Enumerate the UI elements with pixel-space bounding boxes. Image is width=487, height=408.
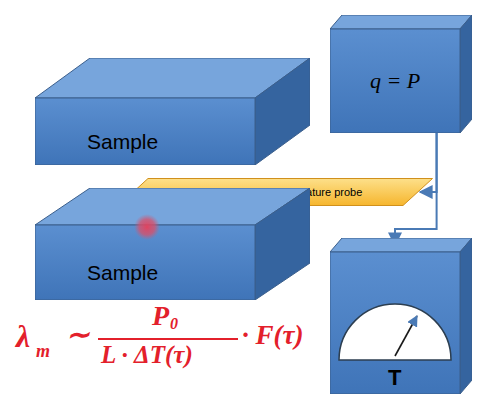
block-front xyxy=(35,98,255,165)
node-text: Sample xyxy=(87,261,158,285)
gauge-dial xyxy=(339,304,451,360)
thermometer-box: T xyxy=(330,238,472,394)
fraction-bar xyxy=(98,338,238,340)
gauge-needle xyxy=(395,316,417,356)
formula-subscript: m xyxy=(36,341,50,362)
sample-block-outline xyxy=(35,188,310,300)
node-text: q = P xyxy=(370,68,420,94)
block-side xyxy=(460,238,472,394)
formula-symbol: λ xyxy=(16,318,30,355)
formula-numerator: P xyxy=(152,300,169,332)
node-text: T xyxy=(388,365,401,391)
block-front xyxy=(330,29,460,133)
sample-block-outline xyxy=(35,58,310,165)
node-text: Sample xyxy=(87,130,158,154)
sample-block: Sample xyxy=(35,58,310,165)
block-top xyxy=(330,238,472,252)
formula-factor: · F(τ) xyxy=(242,320,303,351)
formula-subscript: 0 xyxy=(170,315,178,333)
block-side xyxy=(460,15,472,133)
formula-denominator: L · ΔT(τ) xyxy=(101,341,193,369)
block-side xyxy=(255,58,310,165)
sample-block: Sample xyxy=(35,188,310,300)
block-top xyxy=(330,15,472,29)
formula-operator: ∼ xyxy=(66,318,89,351)
block-front xyxy=(330,252,460,394)
heat-spot xyxy=(134,214,160,240)
block-side xyxy=(255,188,310,300)
power-source-box: q = P xyxy=(330,15,472,133)
